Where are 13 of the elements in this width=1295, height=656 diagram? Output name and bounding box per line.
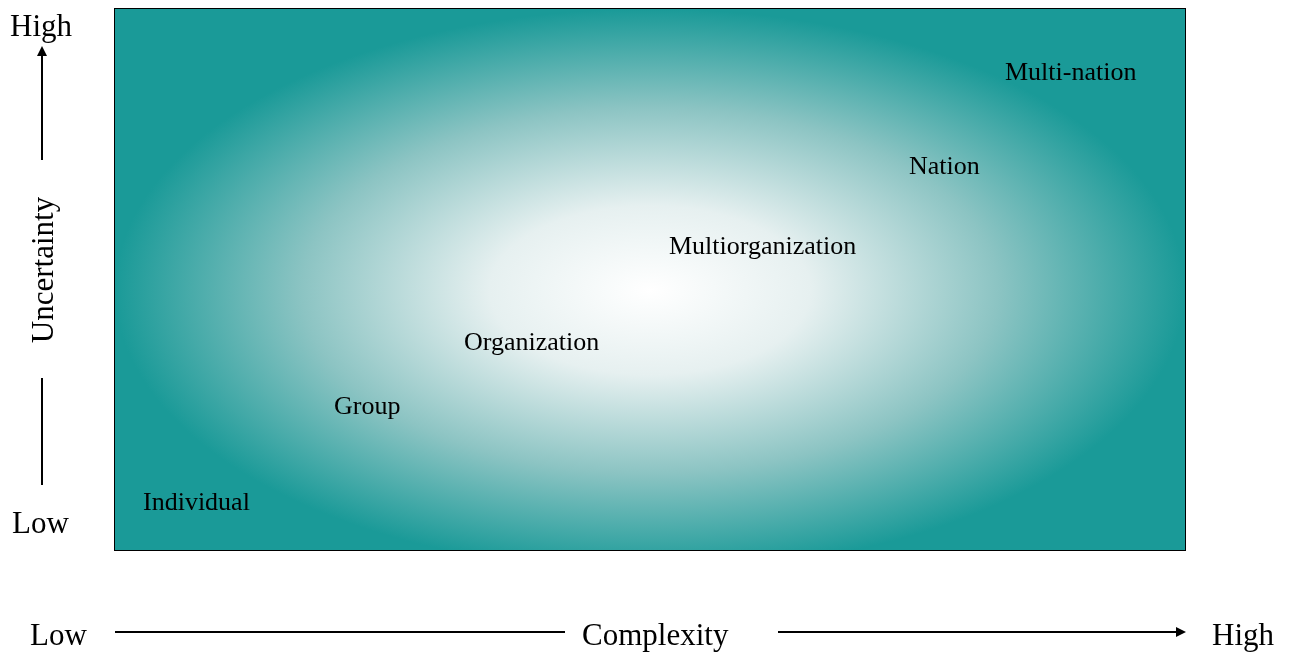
level-label: Group (334, 393, 401, 419)
level-label: Individual (143, 489, 250, 515)
level-label: Nation (909, 153, 980, 179)
axis-end-label: High (1212, 619, 1274, 650)
axis-end-label: High (10, 10, 72, 41)
axis-title: Complexity (582, 619, 729, 650)
level-label: Multi-nation (1005, 59, 1137, 85)
axis-end-label: Low (12, 507, 69, 538)
level-label: Multiorganization (669, 233, 857, 259)
axis-title: Uncertainty (26, 196, 58, 344)
gradient-panel (114, 8, 1186, 551)
axis-end-label: Low (30, 619, 87, 650)
level-label: Organization (464, 329, 600, 355)
